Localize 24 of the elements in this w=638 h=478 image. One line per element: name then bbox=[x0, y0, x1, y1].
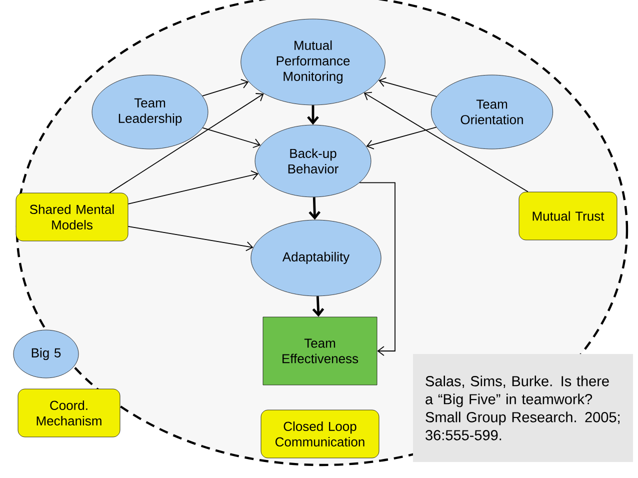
ellipse-node: Back-up Behavior bbox=[254, 124, 372, 198]
rounded-box: Closed Loop Communication bbox=[260, 410, 380, 458]
ellipse-node: Team Leadership bbox=[92, 74, 208, 150]
arrow bbox=[128, 226, 254, 252]
arrow bbox=[364, 92, 528, 192]
arrow bbox=[378, 77, 437, 97]
rounded-box: Mutual Trust bbox=[518, 192, 618, 240]
arrow bbox=[359, 182, 396, 356]
arrow bbox=[202, 127, 261, 148]
rounded-box: Coord. Mechanism bbox=[18, 388, 120, 438]
ellipse-node: Mutual Performance Monitoring bbox=[240, 18, 386, 106]
outcome-box: Team Effectiveness bbox=[262, 316, 378, 386]
rounded-box: Shared Mental Models bbox=[16, 192, 128, 242]
arrow bbox=[128, 170, 258, 204]
arrow bbox=[366, 126, 437, 150]
arrow bbox=[202, 78, 249, 96]
arrow bbox=[307, 105, 319, 125]
citation-box: Salas, Sims, Burke. Is there a “Big Five” in teamwork? Small Group Research. 2005; 36:555-599. bbox=[413, 354, 633, 462]
ellipse-node: Team Orientation bbox=[431, 74, 553, 150]
circle-node: Big 5 bbox=[13, 330, 79, 378]
ellipse-node: Adaptability bbox=[250, 220, 382, 296]
arrow bbox=[109, 93, 264, 194]
arrow bbox=[312, 296, 324, 317]
arrow bbox=[308, 197, 321, 220]
